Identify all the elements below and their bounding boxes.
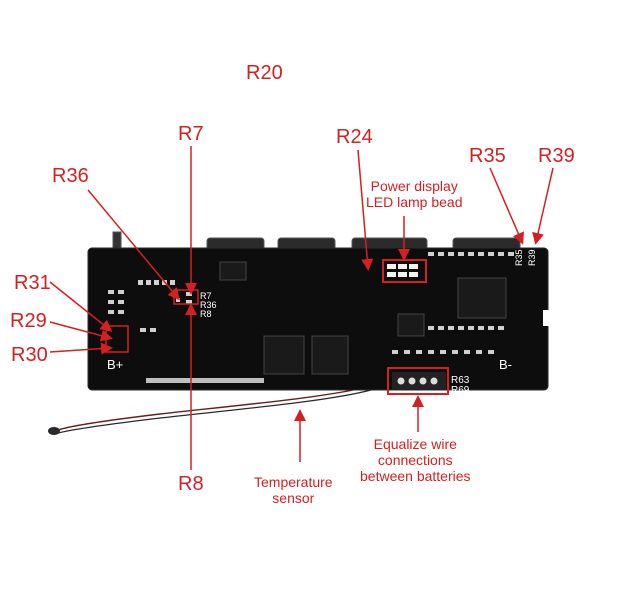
label-r31: R31: [14, 272, 51, 294]
silk-r69: R69: [451, 385, 470, 396]
temperature-probe: [48, 427, 60, 435]
leader-lines: [49, 146, 554, 470]
silk-r35: R35: [514, 249, 524, 266]
label-r30: R30: [11, 344, 48, 366]
note-equalize: Equalize wire connections between batter…: [360, 436, 471, 484]
label-r35: R35: [469, 145, 506, 167]
balance-highlight-box: [387, 367, 449, 395]
label-r39: R39: [538, 145, 575, 167]
label-r8: R8: [178, 473, 204, 495]
silk-r36: R36: [200, 300, 217, 310]
label-r7: R7: [178, 123, 204, 145]
note-temperature: Temperature sensor: [254, 474, 333, 506]
note-equalize-line2: connections: [377, 452, 453, 468]
note-temperature-line1: Temperature: [254, 474, 333, 490]
label-r36: R36: [52, 165, 89, 187]
silk-r8: R8: [200, 309, 212, 319]
note-power-display: Power display LED lamp bead: [366, 178, 463, 210]
ic-chips: [219, 261, 507, 375]
note-power-display-line1: Power display: [370, 178, 458, 194]
note-equalize-line1: Equalize wire: [373, 436, 457, 452]
silk-r7: R7: [200, 291, 212, 301]
led-lamp-beads: [387, 264, 418, 277]
label-r24: R24: [336, 126, 373, 148]
pcb-board: [87, 247, 551, 391]
silk-b-minus: B-: [499, 357, 512, 372]
note-power-display-line2: LED lamp bead: [366, 194, 463, 210]
balance-connector: [392, 372, 446, 390]
label-r29: R29: [10, 310, 47, 332]
temperature-sensor-wire: [48, 383, 379, 435]
silk-r39: R39: [527, 249, 537, 266]
label-r20: R20: [246, 62, 283, 84]
note-temperature-line2: sensor: [272, 490, 315, 506]
bottom-rail: [146, 378, 264, 383]
note-equalize-line3: between batteries: [360, 468, 471, 484]
silk-b-plus: B+: [107, 357, 124, 372]
silk-r63: R63: [451, 375, 470, 386]
